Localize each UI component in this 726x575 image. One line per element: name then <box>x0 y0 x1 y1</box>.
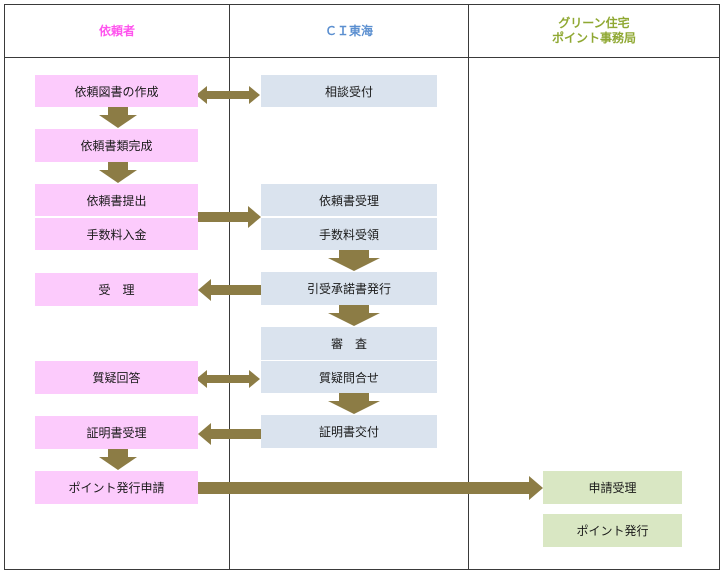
header-divider <box>4 57 720 58</box>
ci-consultation-reception: 相談受付 <box>261 75 437 107</box>
lane-header-line: ＣＩ東海 <box>324 23 373 38</box>
office-point-issue: ポイント発行 <box>543 514 682 547</box>
ci-request-acceptance: 依頼書受理 <box>261 184 437 216</box>
down-arrow-complete-submit <box>99 162 137 183</box>
lane-header-ci-tokai: ＣＩ東海 <box>230 5 468 57</box>
lane-header-requester: 依頼者 <box>5 5 229 57</box>
down-arrow-fee-letter <box>328 250 380 271</box>
ci-acceptance-letter-issue: 引受承諾書発行 <box>261 272 437 305</box>
requester-submit-request: 依頼書提出 <box>35 184 198 216</box>
down-arrow-create-complete <box>99 107 137 128</box>
right-arrow-apply-office <box>198 476 543 500</box>
requester-certificate-receive: 証明書受理 <box>35 416 198 449</box>
ci-fee-receipt: 手数料受領 <box>261 218 437 250</box>
ci-certificate-issue: 証明書交付 <box>261 415 437 448</box>
requester-create-docs: 依頼図書の作成 <box>35 75 198 107</box>
left-arrow-letter-receive <box>198 279 261 301</box>
requester-point-application: ポイント発行申請 <box>35 471 198 504</box>
double-arrow-create-consult <box>196 86 260 104</box>
lane-header-line: ポイント事務局 <box>551 31 636 45</box>
down-arrow-inquiry-cert <box>328 393 380 414</box>
lane-header-line: グリーン住宅 <box>558 16 630 30</box>
requester-pay-fee: 手数料入金 <box>35 218 198 250</box>
diagram-frame <box>4 4 720 570</box>
lane-divider-2 <box>468 4 469 570</box>
double-arrow-answer-inquiry <box>196 370 260 388</box>
left-arrow-cert-receive <box>198 423 261 445</box>
down-arrow-cert-apply <box>99 449 137 470</box>
office-application-receipt: 申請受理 <box>543 471 682 504</box>
lane-header-line: 依頼者 <box>98 23 135 38</box>
down-arrow-letter-review <box>328 305 380 326</box>
ci-review: 審 査 <box>261 327 437 360</box>
requester-receive: 受 理 <box>35 273 198 306</box>
right-arrow-submit-accept <box>198 206 261 228</box>
ci-inquiry: 質疑問合せ <box>261 361 437 393</box>
requester-answer-inquiry: 質疑回答 <box>35 361 198 394</box>
requester-docs-complete: 依頼書類完成 <box>35 129 198 162</box>
lane-header-green-housing-office: グリーン住宅 ポイント事務局 <box>469 5 719 57</box>
